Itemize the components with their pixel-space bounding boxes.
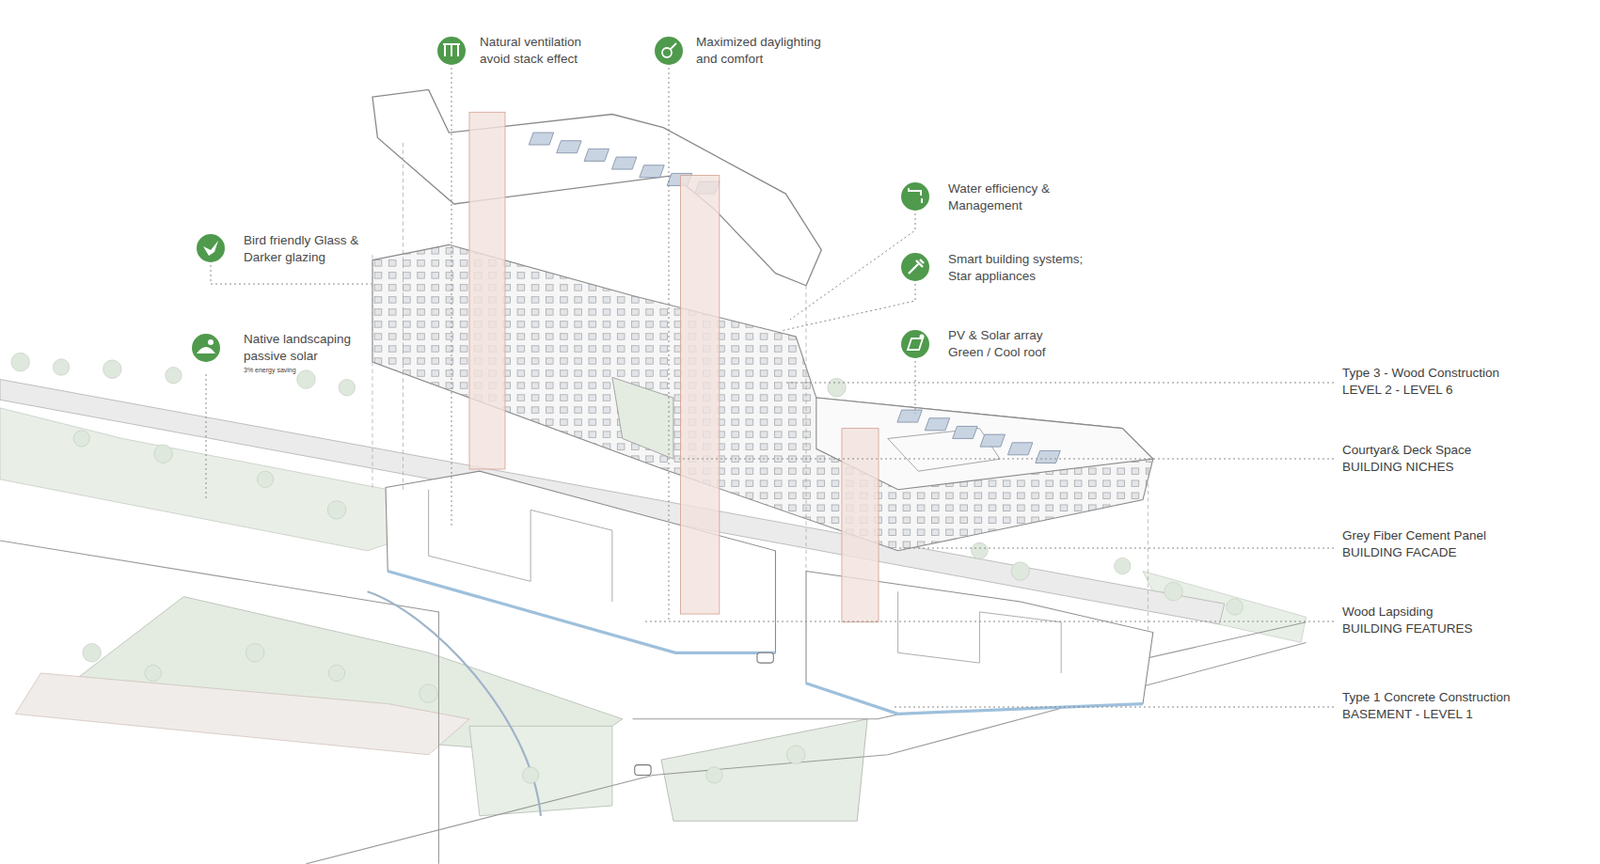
callout-label: Bird friendly Glass & Darker glazing: [241, 232, 370, 267]
callout-label: Water efficiency & Management: [946, 180, 1068, 215]
guide-lines: [372, 142, 1148, 634]
tree-symbols: [11, 352, 1243, 784]
road-edge: [0, 540, 439, 864]
callout-label: BASEMENT - LEVEL 1: [1340, 706, 1475, 724]
callout-label: Natural ventilation avoid stack effect: [477, 33, 609, 68]
callout-label: BUILDING NICHES: [1340, 459, 1457, 476]
park-area: [661, 719, 868, 822]
callout-label: Maximized daylighting and comfort: [694, 33, 840, 68]
car: [757, 652, 774, 664]
courtyard: [887, 428, 1000, 473]
car: [634, 765, 651, 777]
glazing: [806, 683, 1143, 715]
walls: [428, 490, 613, 602]
courtyard: [612, 377, 674, 460]
callout-label: Wood Lapsiding: [1340, 603, 1436, 621]
sustainability-icons: [191, 36, 930, 363]
callout-label: PV & Solar array Green / Cool roof: [946, 327, 1071, 362]
callout-label: Native landscaping passive solar: [241, 331, 370, 365]
canal: [367, 591, 541, 817]
callout-label: Type 3 - Wood Construction: [1340, 364, 1502, 382]
callout-label: Smart building systems; Star appliances: [946, 251, 1103, 286]
callout-label: Courtyar& Deck Space: [1340, 442, 1474, 460]
park-area: [469, 726, 613, 816]
leader-lines: [205, 67, 1334, 708]
callout-label: LEVEL 2 - LEVEL 6: [1340, 381, 1456, 399]
walls: [898, 591, 1062, 674]
callout-label: Grey Fiber Cement Panel: [1340, 527, 1489, 545]
callout-label: 3% energy saving: [241, 365, 299, 375]
callout-label: Type 1 Concrete Construction: [1340, 689, 1513, 707]
callout-label: BUILDING FEATURES: [1340, 620, 1475, 638]
promenade: [15, 673, 470, 756]
callout-label: BUILDING FACADE: [1340, 544, 1459, 562]
roof-slab: [372, 89, 822, 286]
vertical-cores: [469, 111, 879, 622]
